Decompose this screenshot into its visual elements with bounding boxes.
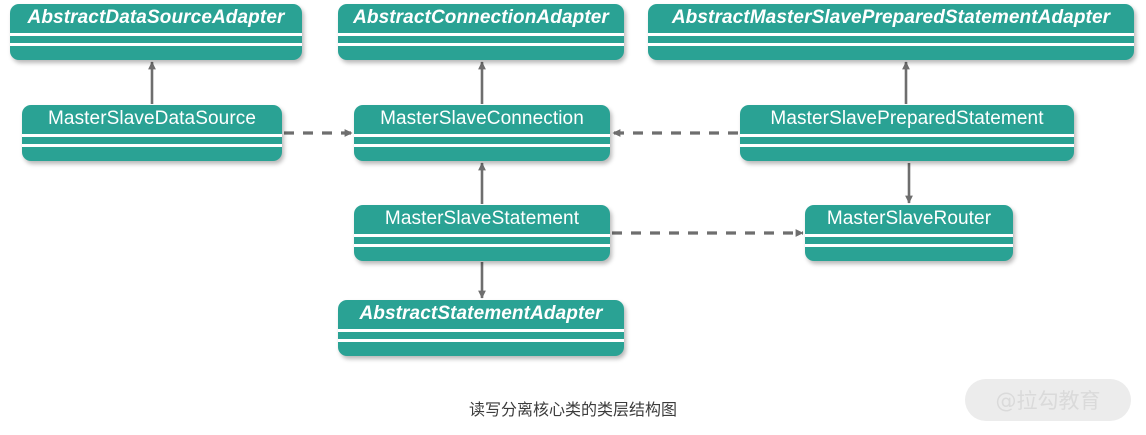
class-box-abstract-statement-adapter[interactable]: AbstractStatementAdapter bbox=[338, 300, 624, 356]
class-name-master-slave-connection: MasterSlaveConnection bbox=[380, 107, 584, 129]
class-operations-compartment bbox=[22, 147, 282, 161]
class-name-abstract-master-slave-prepared-statement-adapter: AbstractMasterSlavePreparedStatementAdap… bbox=[671, 6, 1111, 28]
class-operations-compartment bbox=[805, 247, 1013, 261]
class-operations-compartment bbox=[648, 46, 1134, 60]
class-name-master-slave-prepared-statement: MasterSlavePreparedStatement bbox=[770, 107, 1044, 129]
class-separator bbox=[805, 234, 1013, 237]
class-separator bbox=[338, 33, 624, 36]
class-box-master-slave-router[interactable]: MasterSlaveRouter bbox=[805, 205, 1013, 261]
watermark-badge: @拉勾教育 bbox=[965, 379, 1131, 421]
class-separator bbox=[10, 33, 302, 36]
class-attributes-compartment bbox=[354, 137, 610, 144]
class-separator bbox=[354, 134, 610, 137]
class-separator bbox=[805, 244, 1013, 247]
class-operations-compartment bbox=[338, 342, 624, 356]
class-separator bbox=[740, 144, 1074, 147]
class-operations-compartment bbox=[354, 147, 610, 161]
class-separator bbox=[22, 134, 282, 137]
class-separator bbox=[22, 144, 282, 147]
class-attributes-compartment bbox=[338, 36, 624, 43]
class-attributes-compartment bbox=[22, 137, 282, 144]
class-box-abstract-connection-adapter[interactable]: AbstractConnectionAdapter bbox=[338, 4, 624, 60]
class-attributes-compartment bbox=[338, 332, 624, 339]
class-attributes-compartment bbox=[10, 36, 302, 43]
class-box-master-slave-connection[interactable]: MasterSlaveConnection bbox=[354, 105, 610, 161]
class-separator bbox=[354, 144, 610, 147]
class-box-abstract-master-slave-prepared-statement-adapter[interactable]: AbstractMasterSlavePreparedStatementAdap… bbox=[648, 4, 1134, 60]
class-box-master-slave-statement[interactable]: MasterSlaveStatement bbox=[354, 205, 610, 261]
class-attributes-compartment bbox=[354, 237, 610, 244]
class-separator bbox=[648, 43, 1134, 46]
watermark-text: @拉勾教育 bbox=[995, 389, 1101, 413]
class-separator bbox=[740, 134, 1074, 137]
class-separator bbox=[338, 329, 624, 332]
class-attributes-compartment bbox=[648, 36, 1134, 43]
diagram-caption: 读写分离核心类的类层结构图 bbox=[468, 400, 677, 419]
class-name-abstract-connection-adapter: AbstractConnectionAdapter bbox=[353, 6, 609, 28]
class-box-master-slave-data-source[interactable]: MasterSlaveDataSource bbox=[22, 105, 282, 161]
class-operations-compartment bbox=[354, 247, 610, 261]
class-separator bbox=[648, 33, 1134, 36]
class-separator bbox=[338, 339, 624, 342]
class-box-abstract-data-source-adapter[interactable]: AbstractDataSourceAdapter bbox=[10, 4, 302, 60]
class-name-abstract-data-source-adapter: AbstractDataSourceAdapter bbox=[27, 6, 285, 28]
class-operations-compartment bbox=[740, 147, 1074, 161]
class-name-master-slave-data-source: MasterSlaveDataSource bbox=[47, 107, 257, 129]
class-separator bbox=[354, 234, 610, 237]
class-name-master-slave-statement: MasterSlaveStatement bbox=[384, 207, 580, 229]
class-separator bbox=[10, 43, 302, 46]
class-name-abstract-statement-adapter: AbstractStatementAdapter bbox=[359, 302, 603, 324]
class-attributes-compartment bbox=[805, 237, 1013, 244]
class-box-master-slave-prepared-statement[interactable]: MasterSlavePreparedStatement bbox=[740, 105, 1074, 161]
class-separator bbox=[338, 43, 624, 46]
class-operations-compartment bbox=[338, 46, 624, 60]
class-operations-compartment bbox=[10, 46, 302, 60]
class-attributes-compartment bbox=[740, 137, 1074, 144]
class-separator bbox=[354, 244, 610, 247]
class-name-master-slave-router: MasterSlaveRouter bbox=[826, 207, 992, 229]
